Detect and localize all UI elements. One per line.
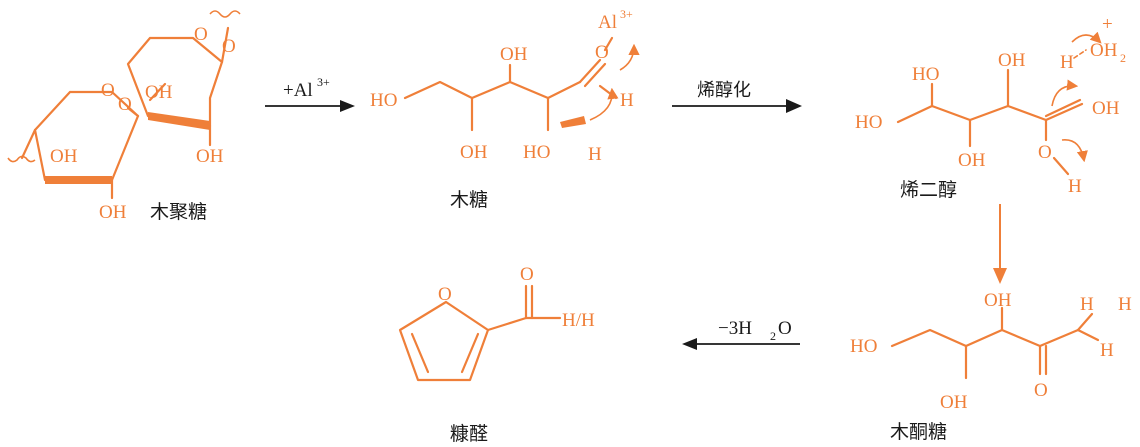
arrow-al-ion: +Al 3+ bbox=[265, 75, 355, 112]
glycosidic-o: O bbox=[118, 94, 132, 115]
upper-ring-oh-2: OH bbox=[196, 146, 224, 167]
lower-ring-oh: OH bbox=[50, 146, 78, 167]
proton-plus: + bbox=[1102, 14, 1113, 35]
arrow-dehydration: −3H 2 O bbox=[682, 318, 800, 350]
xylose-chain bbox=[403, 80, 582, 100]
arrow-down bbox=[993, 204, 1007, 284]
xylulose-oh-2: OH bbox=[940, 392, 968, 413]
furan-double-1 bbox=[410, 332, 430, 374]
arrow-o-h bbox=[1061, 139, 1088, 163]
enediol-double bbox=[1044, 98, 1082, 118]
xylulose-structure: HO OH OH O H H H 木酮糖 bbox=[850, 290, 1132, 443]
xylose-ho-3: HO bbox=[523, 142, 550, 163]
xylose-structure: HO OH OH HO H H O Al 3+ 木糖 bbox=[370, 7, 640, 211]
enediol-structure: HO HO OH OH OH O H H + OH 2 烯二醇 bbox=[855, 14, 1126, 201]
arrow-c-h bbox=[589, 87, 619, 121]
al-ion-condition: +Al bbox=[283, 80, 313, 101]
xylulose-o: O bbox=[1034, 380, 1048, 401]
enediol-oh-3-label: OH bbox=[998, 50, 1026, 71]
xylose-wedge bbox=[560, 116, 586, 128]
upper-ring-wedge bbox=[148, 112, 210, 130]
enediol-oh-4-label: OH bbox=[1092, 98, 1120, 119]
xylulose-h-1: H bbox=[1080, 294, 1094, 315]
xylulose-chain bbox=[890, 328, 1080, 348]
xylan-structure: O O O O OH OH OH OH 木聚糖 bbox=[7, 10, 241, 223]
xylose-ch bbox=[598, 84, 618, 100]
enediol-o: O bbox=[1038, 142, 1052, 163]
upper-ring-oh-bond2 bbox=[148, 82, 167, 102]
water-oh: OH bbox=[1090, 40, 1118, 61]
furfural-h-slash: H/H bbox=[562, 310, 595, 331]
wavy-bond-left bbox=[7, 155, 36, 163]
glycosidic-bond bbox=[126, 106, 140, 118]
lower-ring-wedge bbox=[45, 176, 112, 184]
xylulose-h-3: H bbox=[1100, 340, 1114, 361]
enediol-oh-2-label: OH bbox=[958, 150, 986, 171]
dehydration-sub: 2 bbox=[770, 329, 776, 343]
xylose-o-al bbox=[603, 36, 614, 52]
furfural-structure: O O H/H 糠醛 bbox=[398, 264, 595, 445]
link-o: O bbox=[222, 36, 236, 57]
furfural-label: 糠醛 bbox=[450, 422, 488, 445]
xylan-label: 木聚糖 bbox=[150, 201, 207, 223]
enediol-o-h bbox=[1052, 156, 1070, 176]
furfural-side bbox=[486, 316, 528, 332]
lower-ring-link bbox=[20, 128, 37, 160]
xylose-label: 木糖 bbox=[450, 189, 488, 211]
xylose-al: Al bbox=[598, 12, 617, 33]
xylulose-ho: HO bbox=[850, 336, 877, 357]
upper-ring-oh: OH bbox=[145, 82, 173, 103]
lower-ring-oh-2: OH bbox=[99, 202, 127, 223]
furfural-o: O bbox=[520, 264, 534, 285]
enolization-condition: 烯醇化 bbox=[697, 80, 751, 101]
xylose-al-charge: 3+ bbox=[620, 7, 633, 21]
enediol-ho: HO bbox=[855, 112, 882, 133]
furan-o: O bbox=[438, 284, 452, 305]
dehydration-prefix: −3H bbox=[718, 318, 752, 339]
xylulose-label: 木酮糖 bbox=[890, 421, 947, 443]
xylulose-h-2: H bbox=[1118, 294, 1132, 315]
water-sub: 2 bbox=[1120, 51, 1126, 65]
arrow-proton bbox=[1071, 31, 1102, 44]
xylose-co bbox=[578, 58, 602, 84]
enediol-h: H bbox=[1068, 176, 1082, 197]
xylose-oh-1: OH bbox=[500, 44, 528, 65]
furan-double-2 bbox=[460, 332, 480, 374]
arrow-double-bond bbox=[1051, 79, 1079, 107]
upper-ring-o: O bbox=[194, 24, 208, 45]
enediol-chain bbox=[896, 102, 1084, 124]
upper-ring-bonds bbox=[126, 36, 224, 128]
arrow-enolization: 烯醇化 bbox=[672, 80, 802, 113]
lower-ring-o: O bbox=[101, 80, 115, 101]
xylulose-ch-1 bbox=[1076, 312, 1094, 332]
xylose-oh-2: OH bbox=[460, 142, 488, 163]
xylulose-oh-1: OH bbox=[984, 290, 1012, 311]
xylose-h-alpha: H bbox=[588, 144, 602, 165]
xylose-ho: HO bbox=[370, 90, 397, 111]
enediol-ho-1: HO bbox=[912, 64, 939, 85]
h-oh2-dash bbox=[1073, 49, 1087, 59]
xylose-o: O bbox=[595, 42, 609, 63]
xylulose-ch-2 bbox=[1076, 328, 1100, 342]
al-ion-charge: 3+ bbox=[317, 75, 330, 89]
furan-ring bbox=[398, 300, 490, 382]
proton-h: H bbox=[1060, 52, 1074, 73]
arrow-o-al bbox=[619, 43, 640, 71]
upper-ring-link bbox=[220, 26, 230, 64]
dehydration-suffix: O bbox=[778, 318, 792, 339]
xylose-h-aldehyde: H bbox=[620, 90, 634, 111]
xylose-co2 bbox=[583, 62, 607, 88]
wavy-bond-top bbox=[209, 10, 241, 18]
enediol-label: 烯二醇 bbox=[900, 179, 957, 201]
